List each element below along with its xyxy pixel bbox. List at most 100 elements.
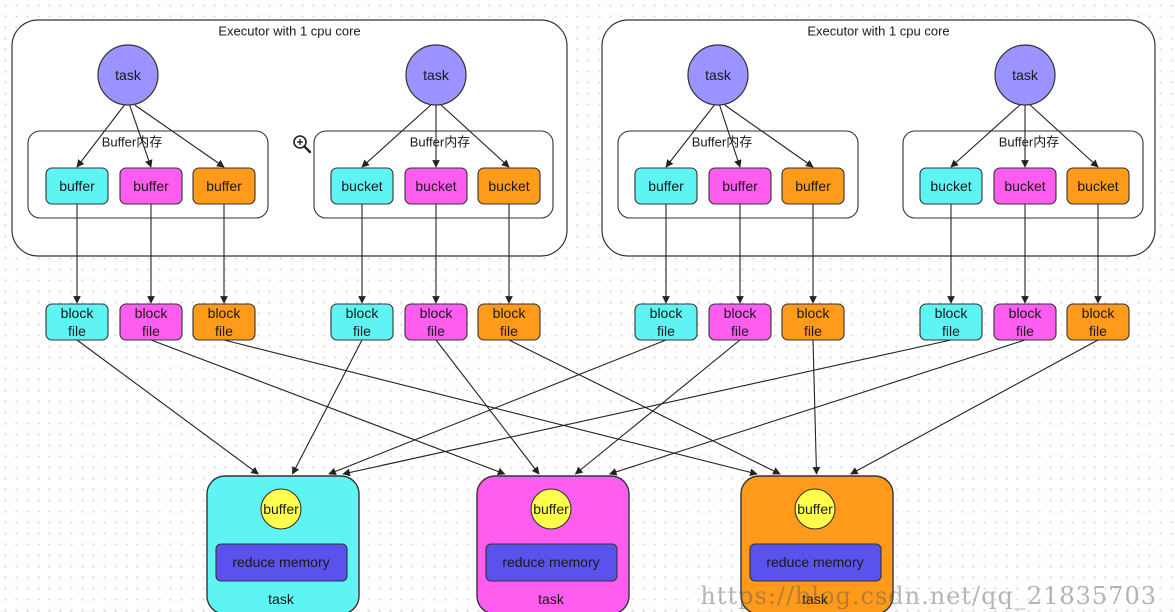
buffer-memory-label: Buffer内存 bbox=[692, 135, 752, 150]
block-file-label-line2: file bbox=[215, 323, 233, 339]
block-file-to-reduce-task-arrow bbox=[76, 339, 259, 475]
task-to-bucket-arrow bbox=[1029, 104, 1099, 168]
block-file-to-reduce-task-arrow bbox=[342, 339, 952, 477]
block-file-label-line1: block bbox=[61, 305, 95, 321]
block-file-label-line2: file bbox=[427, 323, 445, 339]
reduce-buffer-label: buffer bbox=[797, 501, 833, 517]
map-task-node bbox=[994, 44, 1056, 106]
block-file-label-line2: file bbox=[942, 323, 960, 339]
buffer-memory-label: Buffer内存 bbox=[999, 135, 1059, 150]
reduce-buffer-node bbox=[794, 488, 836, 530]
bucket-node bbox=[1066, 167, 1130, 205]
executor-title: Executor with 1 cpu core bbox=[218, 24, 360, 39]
reduce-buffer-node bbox=[260, 488, 302, 530]
reduce-memory-label: reduce memory bbox=[766, 554, 863, 570]
buffer-label: buffer bbox=[795, 178, 831, 194]
block-file-node bbox=[330, 303, 394, 341]
block-file-to-reduce-task-arrow bbox=[435, 339, 540, 475]
block-file-label-line1: block bbox=[1082, 305, 1116, 321]
task-to-buffer-arrow bbox=[665, 104, 715, 168]
task-to-buffer-arrow bbox=[134, 104, 225, 168]
block-file-label-line1: block bbox=[135, 305, 169, 321]
block-file-node bbox=[1066, 303, 1130, 341]
block-file-to-reduce-task-arrow bbox=[291, 339, 363, 475]
reduce-memory-box bbox=[749, 543, 882, 582]
reduce-buffer-node bbox=[530, 488, 572, 530]
reduce-task-label: task bbox=[538, 591, 565, 607]
buffer-node bbox=[45, 167, 109, 205]
block-file-node bbox=[45, 303, 109, 341]
reduce-memory-label: reduce memory bbox=[502, 554, 599, 570]
buffer-node bbox=[634, 167, 698, 205]
block-file-node bbox=[119, 303, 183, 341]
block-file-label-line2: file bbox=[142, 323, 160, 339]
map-task-node bbox=[405, 44, 467, 106]
block-file-label-line2: file bbox=[500, 323, 518, 339]
block-file-node bbox=[477, 303, 541, 341]
bucket-label: bucket bbox=[488, 178, 529, 194]
bucket-label: bucket bbox=[930, 178, 971, 194]
block-file-label-line1: block bbox=[420, 305, 454, 321]
block-file-label-line1: block bbox=[493, 305, 527, 321]
block-file-node bbox=[993, 303, 1057, 341]
block-file-node bbox=[781, 303, 845, 341]
buffer-memory-label: Buffer内存 bbox=[102, 135, 162, 150]
block-file-label-line1: block bbox=[935, 305, 969, 321]
block-file-to-reduce-task-arrow bbox=[850, 339, 1099, 475]
map-task-node bbox=[687, 44, 749, 106]
bucket-label: bucket bbox=[1004, 178, 1045, 194]
block-file-label-line2: file bbox=[1016, 323, 1034, 339]
block-file-node bbox=[634, 303, 698, 341]
zoom-in-icon[interactable] bbox=[293, 135, 312, 154]
block-file-label-line2: file bbox=[68, 323, 86, 339]
buffer-node bbox=[781, 167, 845, 205]
task-to-bucket-arrow bbox=[950, 104, 1021, 168]
block-file-to-reduce-task-arrow bbox=[328, 339, 667, 476]
task-to-bucket-arrow bbox=[440, 104, 510, 168]
map-task-label: task bbox=[705, 67, 732, 83]
buffer-memory-label: Buffer内存 bbox=[410, 135, 470, 150]
reduce-task-label: task bbox=[802, 591, 829, 607]
block-file-label-line1: block bbox=[1009, 305, 1043, 321]
block-file-label-line2: file bbox=[731, 323, 749, 339]
block-file-label-line2: file bbox=[804, 323, 822, 339]
task-to-buffer-arrow bbox=[719, 104, 742, 168]
block-file-to-reduce-task-arrow bbox=[812, 339, 821, 475]
reduce-memory-label: reduce memory bbox=[232, 554, 329, 570]
reduce-task-label: task bbox=[268, 591, 295, 607]
block-file-label-line1: block bbox=[650, 305, 684, 321]
bucket-label: bucket bbox=[341, 178, 382, 194]
block-file-node bbox=[404, 303, 468, 341]
buffer-node bbox=[119, 167, 183, 205]
buffer-label: buffer bbox=[133, 178, 169, 194]
block-file-label-line2: file bbox=[1089, 323, 1107, 339]
block-file-label-line1: block bbox=[797, 305, 831, 321]
block-file-label-line1: block bbox=[208, 305, 242, 321]
bucket-node bbox=[404, 167, 468, 205]
block-file-to-reduce-task-arrow bbox=[574, 339, 741, 475]
bucket-node bbox=[477, 167, 541, 205]
buffer-label: buffer bbox=[648, 178, 684, 194]
task-to-buffer-arrow bbox=[129, 104, 153, 168]
task-to-bucket-arrow bbox=[361, 104, 432, 168]
bucket-node bbox=[330, 167, 394, 205]
map-task-node bbox=[97, 44, 159, 106]
buffer-node bbox=[192, 167, 256, 205]
buffer-label: buffer bbox=[59, 178, 95, 194]
block-file-label-line1: block bbox=[724, 305, 758, 321]
block-file-label-line1: block bbox=[346, 305, 380, 321]
block-file-node bbox=[919, 303, 983, 341]
buffer-node bbox=[708, 167, 772, 205]
block-file-node bbox=[192, 303, 256, 341]
reduce-memory-box bbox=[485, 543, 618, 582]
task-to-buffer-arrow bbox=[76, 104, 125, 168]
bucket-node bbox=[993, 167, 1057, 205]
reduce-buffer-label: buffer bbox=[263, 501, 299, 517]
block-file-node bbox=[708, 303, 772, 341]
reduce-memory-box bbox=[215, 543, 348, 582]
map-task-label: task bbox=[115, 67, 142, 83]
buffer-label: buffer bbox=[206, 178, 242, 194]
reduce-buffer-label: buffer bbox=[533, 501, 569, 517]
block-file-label-line2: file bbox=[657, 323, 675, 339]
